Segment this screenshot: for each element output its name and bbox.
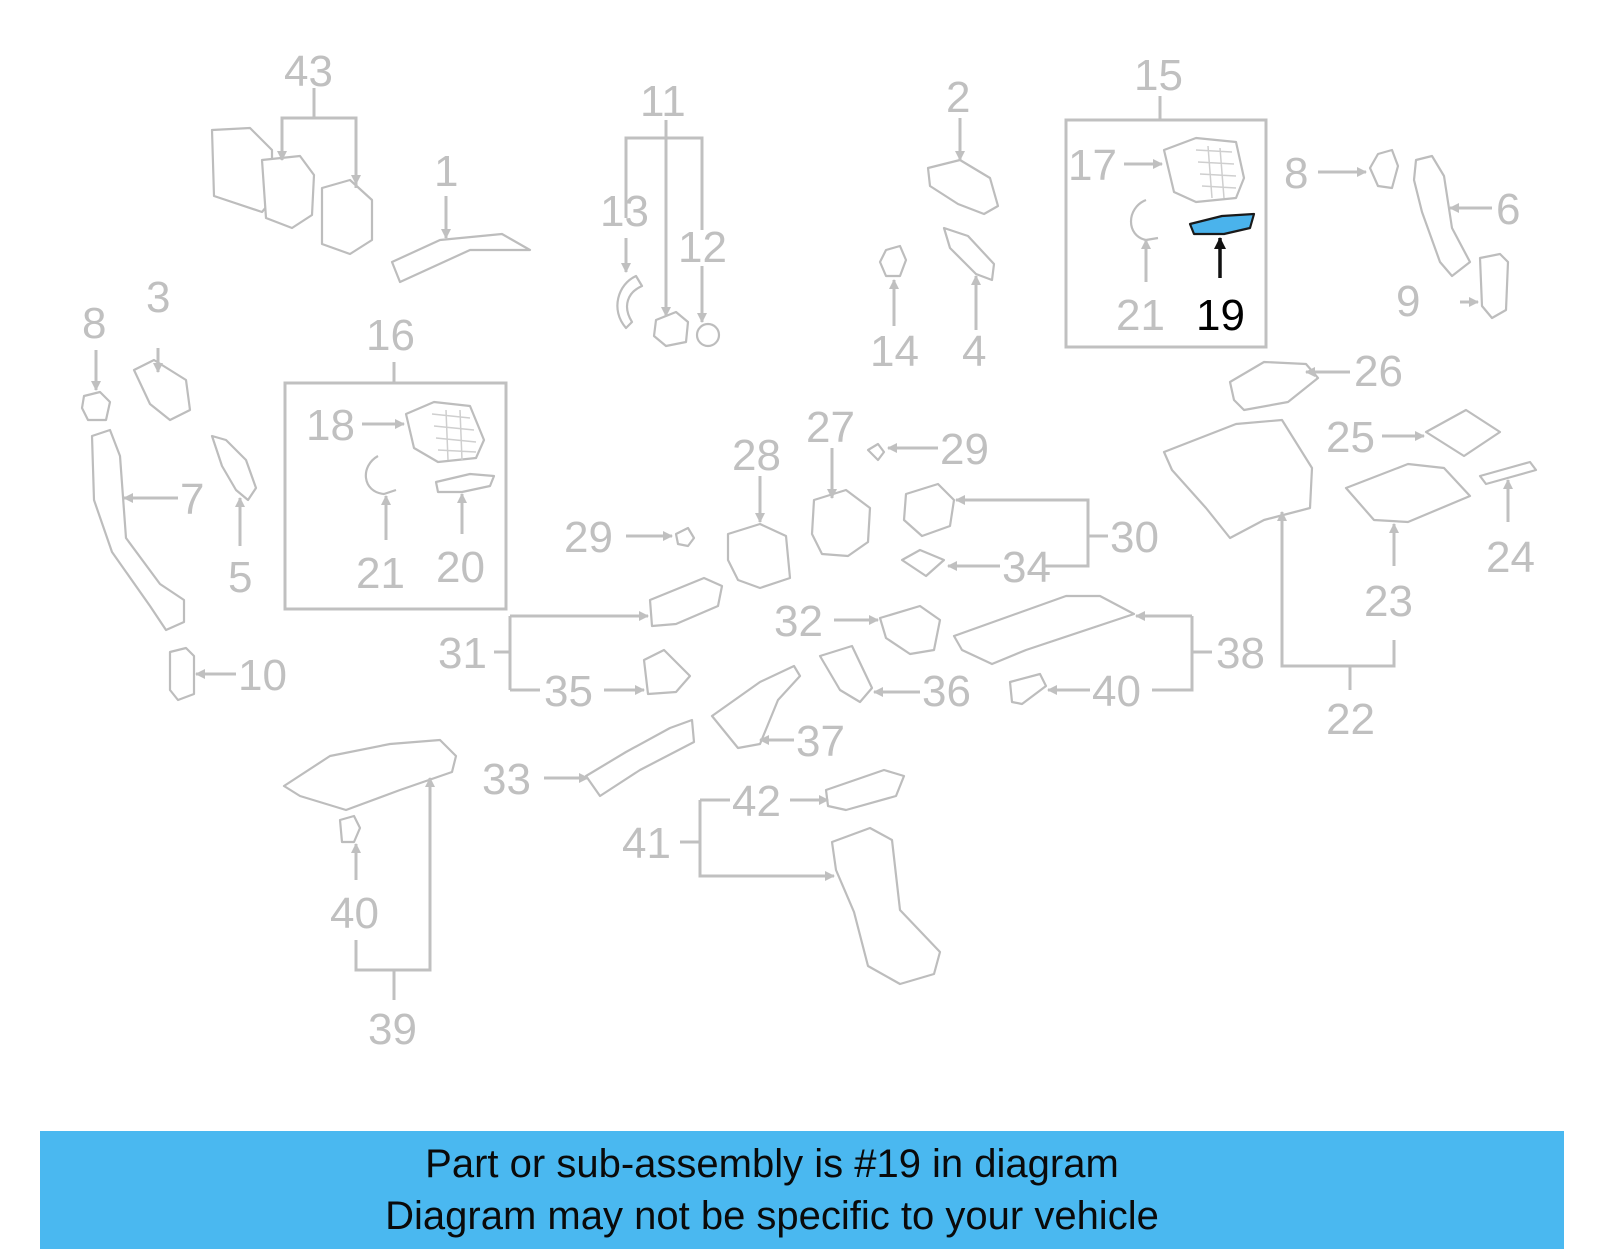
callout-20: 20 (436, 543, 485, 592)
part-17-vent (1162, 136, 1246, 204)
part-8-cap-right (1368, 148, 1400, 190)
callout-34: 34 (1002, 543, 1051, 592)
callout-10: 10 (238, 651, 287, 700)
part-24-strip (1478, 460, 1538, 486)
part-10-vent (168, 646, 196, 702)
banner-line-disclaimer: Diagram may not be specific to your vehi… (385, 1194, 1159, 1238)
callout-labels: 43 1 11 13 12 2 14 4 15 17 21 19 8 6 9 2… (82, 47, 1535, 1054)
part-35-vent (642, 648, 692, 696)
callout-9: 9 (1396, 277, 1420, 326)
callout-40-left: 40 (330, 889, 379, 938)
part-22-panel (1162, 418, 1314, 540)
callout-2: 2 (946, 73, 970, 122)
part-11-clip (652, 310, 690, 348)
callout-25: 25 (1326, 413, 1375, 462)
callout-43: 43 (284, 47, 333, 96)
part-30-part (902, 482, 956, 538)
callout-3: 3 (146, 273, 170, 322)
callout-4: 4 (962, 327, 986, 376)
part-40-clip-right (1008, 672, 1048, 706)
callout-22: 22 (1326, 695, 1375, 744)
part-23-tray (1344, 462, 1472, 524)
part-9-vent (1478, 252, 1510, 320)
parts-diagram: 43 1 11 13 12 2 14 4 15 17 21 19 8 6 9 2… (80, 47, 1538, 1054)
part-5-bracket (210, 434, 258, 502)
info-banner: Part or sub-assembly is #19 in diagram D… (40, 1131, 1564, 1249)
part-4-bracket (942, 226, 996, 282)
part-12-grommet (695, 322, 721, 348)
part-18-vent (404, 400, 486, 464)
part-42-switch (824, 768, 906, 812)
callout-29a: 29 (940, 425, 989, 474)
part-20-part (434, 472, 496, 494)
part-29-clip-b (674, 526, 696, 548)
callout-37: 37 (796, 717, 845, 766)
part-43-blower (210, 126, 374, 256)
part-29-clip-a (866, 442, 886, 462)
callout-12: 12 (678, 223, 727, 272)
callout-39: 39 (368, 1005, 417, 1054)
callout-41: 41 (622, 819, 671, 868)
callout-33: 33 (482, 755, 531, 804)
callout-21b: 21 (356, 549, 405, 598)
callout-35: 35 (544, 667, 593, 716)
callout-29b: 29 (564, 513, 613, 562)
part-40-clip-left (338, 814, 362, 844)
part-32-cap (878, 604, 942, 656)
callout-31: 31 (438, 629, 487, 678)
part-34-pad (900, 548, 946, 578)
callout-5: 5 (228, 553, 252, 602)
callout-28: 28 (732, 431, 781, 480)
part-37-duct (710, 664, 802, 750)
callout-36: 36 (922, 667, 971, 716)
part-25-mat (1424, 408, 1502, 458)
callout-24: 24 (1486, 533, 1535, 582)
callout-27: 27 (806, 403, 855, 452)
callout-18: 18 (306, 401, 355, 450)
callout-42: 42 (732, 777, 781, 826)
part-13-clip (616, 274, 644, 330)
callout-16: 16 (366, 311, 415, 360)
callout-21a: 21 (1116, 291, 1165, 340)
part-6-duct (1412, 154, 1472, 278)
callout-8-left: 8 (82, 299, 106, 348)
callout-19: 19 (1196, 291, 1245, 340)
callout-1: 1 (434, 147, 458, 196)
part-38-tray (952, 594, 1136, 666)
part-33-duct (584, 718, 696, 798)
part-21-hook-b (364, 455, 397, 496)
callout-15: 15 (1134, 51, 1183, 100)
part-31-duct (648, 576, 724, 628)
callout-23: 23 (1364, 577, 1413, 626)
subassembly-box-15 (1064, 118, 1268, 349)
part-19-highlighted (1188, 212, 1256, 236)
callout-40-right: 40 (1092, 667, 1141, 716)
callout-17: 17 (1068, 141, 1117, 190)
part-41-rear-duct (830, 826, 942, 986)
part-26-lid (1228, 360, 1320, 412)
part-7-duct (90, 428, 186, 632)
callout-30: 30 (1110, 513, 1159, 562)
part-8-cap-left (80, 390, 112, 422)
callout-26: 26 (1354, 347, 1403, 396)
part-1-strip (390, 232, 532, 284)
callout-14: 14 (870, 327, 919, 376)
callout-11: 11 (640, 77, 686, 126)
banner-line-part: Part or sub-assembly is #19 in diagram (425, 1142, 1119, 1186)
callout-7: 7 (180, 475, 204, 524)
part-36-bracket (818, 644, 874, 704)
part-39-console (282, 738, 458, 812)
leader-lines (91, 88, 1513, 1000)
callout-38: 38 (1216, 629, 1265, 678)
part-14-nut (878, 244, 908, 278)
callout-13: 13 (600, 187, 649, 236)
callout-32: 32 (774, 597, 823, 646)
part-21-hook-a (1130, 198, 1159, 242)
callout-6: 6 (1496, 185, 1520, 234)
callout-8-right: 8 (1284, 149, 1308, 198)
part-27-vent (810, 488, 872, 558)
part-28-box (726, 522, 792, 590)
part-2-duct (926, 158, 1000, 216)
part-3-housing (132, 358, 192, 422)
